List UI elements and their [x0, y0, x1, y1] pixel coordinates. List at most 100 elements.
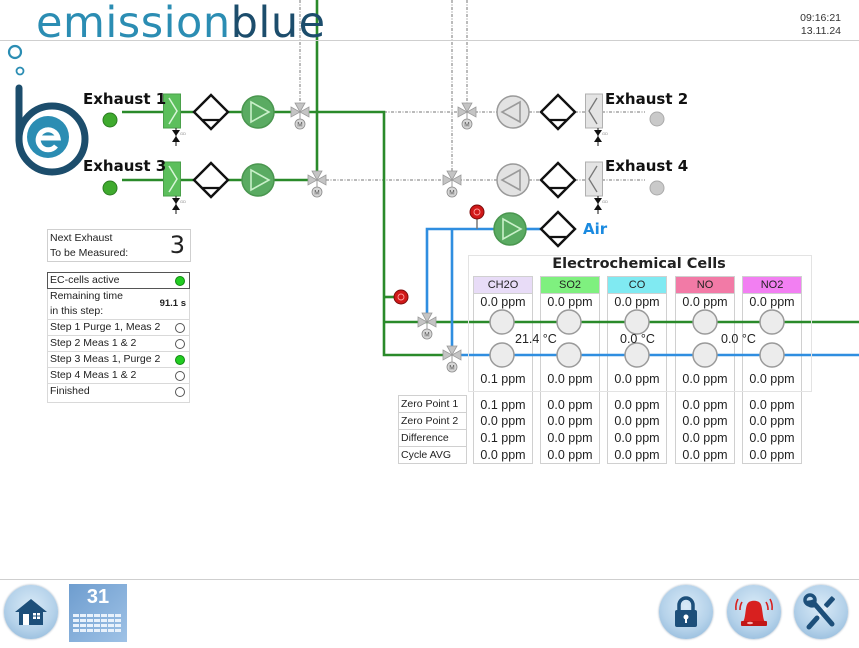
remaining-time-value: 91.1 s — [159, 298, 186, 309]
ec-row-value: 0.0 ppm — [682, 448, 728, 462]
step-row: Step 1 Purge 1, Meas 2 — [47, 320, 190, 336]
ec-column-header: CH2O — [474, 277, 532, 294]
exhaust1-label: Exhaust 1 — [83, 90, 167, 108]
header-divider — [0, 40, 859, 41]
ec-column-header: CO — [608, 277, 666, 294]
exhaust3-status-lamp — [102, 180, 118, 196]
ec-row-value: 0.0 ppm — [749, 414, 795, 428]
remaining-label-2: in this step: — [50, 305, 104, 317]
so2-cell-1 — [556, 309, 582, 335]
sample-flow-sensor-icon[interactable] — [393, 289, 409, 305]
no-cell-2 — [692, 342, 718, 368]
exhaust4-status-lamp — [649, 180, 665, 196]
ec-line2-value: 0.0 ppm — [682, 372, 728, 386]
exhaust2-filter[interactable] — [584, 93, 604, 129]
exhaust2-cooler[interactable] — [539, 93, 577, 131]
exhaust2-valve[interactable] — [457, 102, 477, 130]
lock-button[interactable] — [659, 585, 713, 639]
step-indicator — [175, 371, 185, 381]
exhaust3-pump[interactable] — [241, 163, 275, 197]
air-label: Air — [583, 220, 608, 238]
air-cooler[interactable] — [539, 210, 577, 248]
calendar-icon — [73, 614, 121, 632]
ec-line2-valve[interactable] — [442, 345, 462, 373]
clock-date: 13.11.24 — [800, 25, 841, 37]
air-pump[interactable] — [493, 212, 527, 246]
exhaust2-pump[interactable] — [496, 95, 530, 129]
settings-tools-button[interactable] — [794, 585, 848, 639]
exhaust2-label: Exhaust 2 — [605, 90, 689, 108]
exhaust4-filter[interactable] — [584, 161, 604, 197]
ec-line1-valve[interactable] — [417, 312, 437, 340]
ec-row-labels: Zero Point 1 Zero Point 2 Difference Cyc… — [398, 395, 467, 464]
exhaust3-valve[interactable] — [307, 170, 327, 198]
next-exhaust-label-1: Next Exhaust — [50, 232, 113, 244]
ec-row-value: 0.0 ppm — [547, 431, 593, 445]
step-label: Step 4 Meas 1 & 2 — [50, 369, 137, 381]
ec-row-value: 0.0 ppm — [614, 431, 660, 445]
ec-row-value: 0.0 ppm — [547, 398, 593, 412]
ec-line1-value: 0.0 ppm — [749, 295, 795, 309]
ec-row-value: 0.0 ppm — [682, 398, 728, 412]
ec-row-value: 0.1 ppm — [480, 398, 526, 412]
co-cell-2 — [624, 342, 650, 368]
ec-temperature-3: 0.0 °C — [721, 332, 756, 346]
exhaust1-check-valve-icon — [171, 127, 187, 147]
so2-cell-2 — [556, 342, 582, 368]
clock: 09:16:21 13.11.24 — [800, 12, 841, 38]
next-exhaust-panel: Next Exhaust To be Measured: 3 — [47, 229, 191, 262]
ec-column-header: SO2 — [541, 277, 599, 294]
alarm-bell-icon — [735, 598, 773, 626]
exhaust3-cooler[interactable] — [192, 161, 230, 199]
ec-cells-panel — [468, 255, 812, 392]
ec-active-indicator — [175, 276, 185, 286]
exhaust1-cooler[interactable] — [192, 93, 230, 131]
lock-icon — [675, 596, 697, 627]
ec-line2-value: 0.0 ppm — [614, 372, 660, 386]
step-indicator — [175, 355, 185, 365]
ec-row-value: 0.0 ppm — [682, 414, 728, 428]
ec-line1-value: 0.0 ppm — [614, 295, 660, 309]
ec-row-value: 0.1 ppm — [480, 431, 526, 445]
ec-active-label: EC-cells active — [50, 274, 120, 286]
step-indicator — [175, 323, 185, 333]
exhaust4-label: Exhaust 4 — [605, 157, 689, 175]
brand-logo-icon — [7, 44, 89, 176]
exhaust4-valve[interactable] — [442, 170, 462, 198]
ec-column-header: NO2 — [743, 277, 801, 294]
ec-row-value: 0.0 ppm — [547, 414, 593, 428]
alarm-button[interactable] — [727, 585, 781, 639]
ec-row-value: 0.0 ppm — [480, 414, 526, 428]
ch2o-cell-1 — [489, 309, 515, 335]
air-flow-sensor-icon[interactable] — [469, 204, 485, 220]
row-label: Difference — [398, 430, 467, 447]
ec-active-row: EC-cells active — [47, 272, 190, 289]
ec-line2-value: 0.1 ppm — [480, 372, 526, 386]
calendar-button[interactable]: 31 — [69, 584, 127, 642]
ec-line1-value: 0.0 ppm — [682, 295, 728, 309]
step-status-panel: EC-cells active Remaining time in this s… — [47, 272, 190, 403]
step-indicator — [175, 339, 185, 349]
ec-temperature-1: 21.4 °C — [515, 332, 557, 346]
exhaust1-pump[interactable] — [241, 95, 275, 129]
ch2o-cell-2 — [489, 342, 515, 368]
step-indicator — [175, 387, 185, 397]
home-button[interactable] — [4, 585, 58, 639]
step-label: Step 3 Meas 1, Purge 2 — [50, 353, 161, 365]
step-row: Step 4 Meas 1 & 2 — [47, 368, 190, 384]
ec-column-header: NO — [676, 277, 734, 294]
ec-cells-title: Electrochemical Cells — [552, 256, 726, 272]
no2-cell-2 — [759, 342, 785, 368]
co-cell-1 — [624, 309, 650, 335]
exhaust4-pump[interactable] — [496, 163, 530, 197]
exhaust1-valve[interactable] — [290, 102, 310, 130]
remaining-label-1: Remaining time — [50, 290, 123, 302]
exhaust4-cooler[interactable] — [539, 161, 577, 199]
exhaust1-status-lamp — [102, 112, 118, 128]
exhaust2-status-lamp — [649, 111, 665, 127]
ec-cell-sensors — [489, 309, 785, 368]
step-label: Finished — [50, 385, 90, 397]
